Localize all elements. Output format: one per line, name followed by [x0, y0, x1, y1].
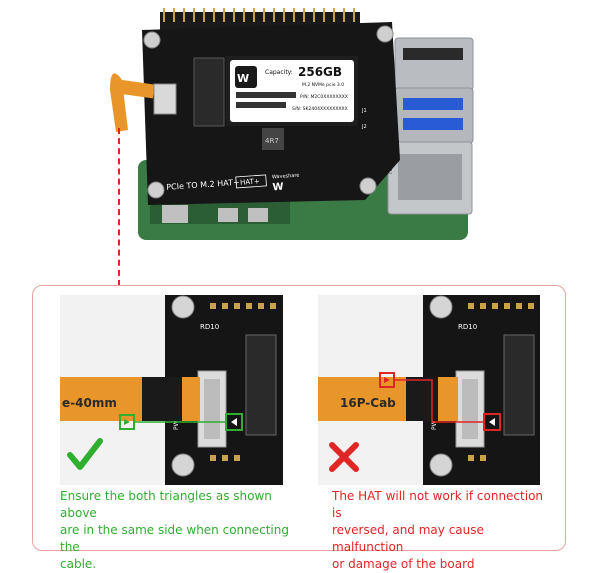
version-label: HAT+ [240, 177, 260, 186]
ssd-part-number: P/N: M2C0XXXXXXXX [300, 94, 348, 100]
j1-silk-label: J1 [361, 108, 367, 114]
usbc-port [162, 205, 188, 223]
board-label: RD10 [458, 323, 477, 331]
fpc-connector-inner [462, 379, 478, 439]
svg-text:W: W [237, 72, 249, 85]
hdmi-port-2 [248, 208, 268, 222]
pcb-pads [468, 303, 534, 461]
mount-hole [147, 181, 165, 199]
usb-port-top [394, 37, 474, 91]
fpc-connector [153, 83, 177, 115]
usb-port-bottom [394, 87, 474, 144]
connector-triangle-icon [489, 418, 495, 426]
pwr-silk-label: PWR [132, 108, 138, 120]
mount-hole [171, 295, 195, 319]
ssd-capacity-label: Capacity: [265, 69, 293, 76]
cable-label: e-40mm [62, 396, 117, 410]
connector-triangle-marker [225, 413, 243, 431]
cable-triangle-icon [124, 419, 130, 425]
mount-hole [143, 31, 161, 49]
board-label: RD10 [200, 323, 219, 331]
act-silk-label: ACT [132, 149, 138, 160]
product-photo: TE02EBH W Capacity: [100, 0, 500, 250]
caption-line: The HAT will not work if connection is [332, 489, 544, 520]
inductor-label: 4R7 [265, 137, 279, 145]
cable-label: 16P-Cab [340, 396, 396, 410]
ribbon-cable-segment [117, 79, 155, 99]
caption-line: Ensure the both triangles as shown above [60, 489, 272, 520]
panel-wrong-svg: RD10 PWR 16P-Cab [318, 295, 540, 485]
ethernet-jack [398, 154, 462, 200]
usb3-slot-2 [403, 118, 463, 130]
usb3-slot [403, 98, 463, 110]
version-box [235, 174, 267, 189]
panel-wrong: RD10 PWR 16P-Cab [318, 295, 540, 485]
pwr-label: PWR [173, 416, 180, 430]
cross-icon [329, 442, 359, 472]
caption-line: cable. [60, 557, 97, 571]
cable-stiffener [406, 377, 438, 421]
pcb-pads [210, 303, 276, 461]
mount-hole [376, 25, 394, 43]
brand-name: Waveshare [272, 173, 300, 181]
m2-slot [245, 334, 277, 436]
connector-triangle-icon [231, 418, 237, 426]
check-icon [67, 438, 103, 470]
gpio-pins [163, 8, 355, 22]
connector-triangle-marker [483, 413, 501, 431]
caption-line: are in the same side when connecting the [60, 523, 289, 554]
brand-waveshare-logo-icon: W [272, 182, 284, 194]
hdmi-port [218, 208, 238, 222]
inductor [262, 128, 284, 150]
mount-hole [171, 453, 195, 477]
panel-correct-svg: RD10 PWR e-40mm [60, 295, 283, 485]
panel-correct: RD10 PWR e-40mm [60, 295, 283, 485]
mount-hole [359, 177, 377, 195]
m2-slot [503, 334, 535, 436]
caption-line: or damage of the board [332, 557, 475, 571]
callout-dashed-line [118, 128, 124, 286]
ribbon-cable [110, 73, 128, 132]
ssd-capacity: 256GB [298, 65, 342, 79]
mismatch-line [394, 379, 484, 423]
caption-correct: Ensure the both triangles as shown above… [60, 488, 300, 573]
caption-line: reversed, and may cause malfunction [332, 523, 484, 554]
ssd-barcode [236, 92, 296, 98]
pwr-label: PWR [431, 416, 438, 430]
cable-triangle-icon [384, 377, 390, 383]
ssd-waveshare-logo-icon: W [235, 66, 257, 88]
ssd-interface: M.2 NVMe pcie 3.0 [302, 82, 344, 88]
svg-text:W: W [272, 182, 284, 194]
instruction-frame [32, 285, 566, 551]
cable-stiffener [142, 377, 182, 421]
m2-slot [193, 57, 225, 127]
ssd-barcode-2 [236, 102, 286, 108]
fpc-connector-inner [204, 379, 220, 439]
usb-slot [403, 48, 463, 60]
caption-wrong: The HAT will not work if connection is r… [332, 488, 552, 573]
ssd-serial-number: S/N: SK2404XXXXXXXXX [292, 106, 348, 112]
mount-hole [429, 453, 453, 477]
j2-silk-label: J2 [361, 124, 367, 130]
product-photo-svg: TE02EBH W Capacity: [110, 8, 474, 240]
mount-hole [429, 295, 453, 319]
